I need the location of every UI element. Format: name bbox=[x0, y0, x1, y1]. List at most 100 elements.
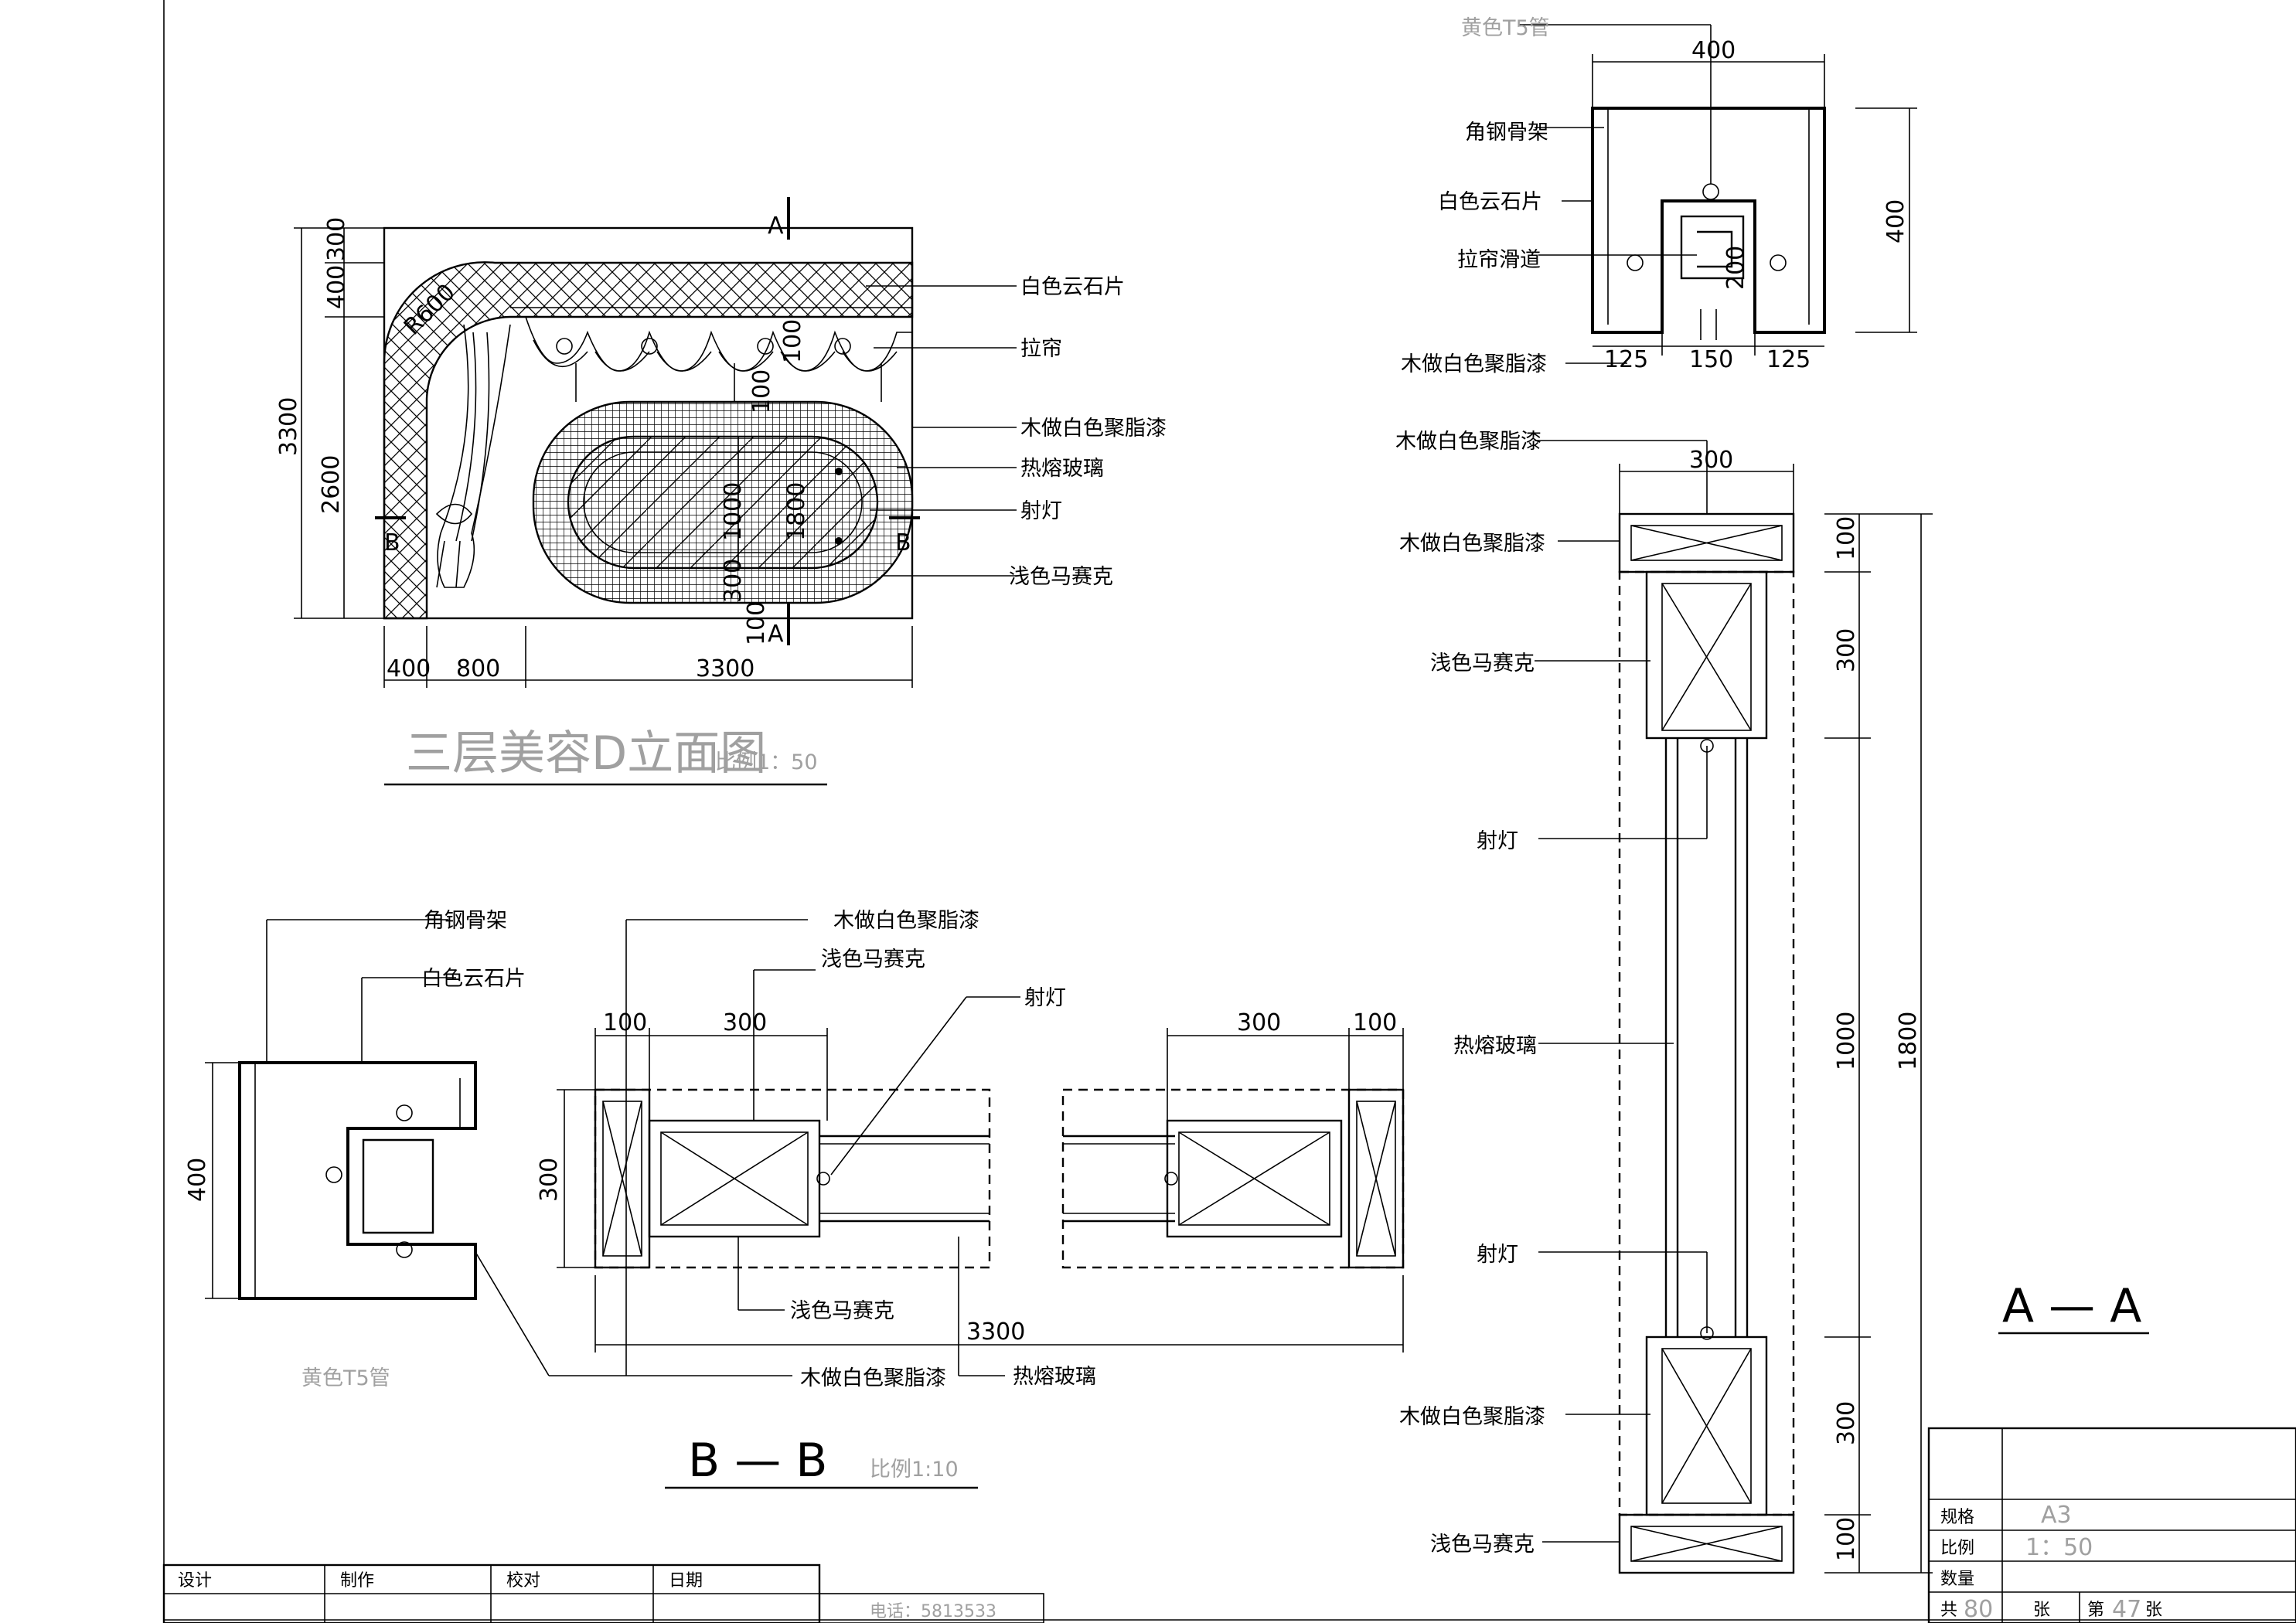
top-dim-200: 200 bbox=[1722, 246, 1749, 290]
curtain-drape bbox=[435, 324, 511, 588]
b-dim-400: 400 bbox=[184, 1158, 211, 1202]
b-label-stone: 白色云石片 bbox=[421, 967, 526, 991]
section-a-text: 木做白色聚脂漆 木做白色聚脂漆 浅色马赛克 射灯 热熔玻璃 射灯 木做白色聚脂漆… bbox=[1395, 430, 2141, 1561]
top-label-stone: 白色云石片 bbox=[1438, 190, 1542, 214]
tb-spec-value: A3 bbox=[2041, 1502, 2072, 1529]
title-block-text: 设计 制作 校对 日期 电话：5813533 规格 A3 比例 1：50 数量 … bbox=[178, 1502, 2162, 1623]
dim-inner-100b: 100 bbox=[748, 369, 775, 413]
tb-no: 47 bbox=[2112, 1596, 2141, 1623]
dim-inner-100a: 100 bbox=[779, 319, 806, 363]
top-dim-125a: 125 bbox=[1604, 346, 1648, 373]
dim-400: 400 bbox=[323, 265, 350, 309]
elevation-text: 三层美容D立面图 比例1：50 400 300 3300 2600 400 80… bbox=[275, 213, 1167, 781]
title-block bbox=[162, 1427, 2296, 1623]
elevation-drawing bbox=[294, 197, 1017, 786]
top-dim-125b: 125 bbox=[1766, 346, 1811, 373]
top-label-track: 拉帘滑道 bbox=[1457, 248, 1541, 272]
tb-no-prefix: 第 bbox=[2087, 1601, 2104, 1620]
dim-3300-v: 3300 bbox=[275, 397, 302, 456]
section-a-title: A — A bbox=[2002, 1279, 2141, 1333]
a-dim-300-bottom: 300 bbox=[1833, 1401, 1860, 1445]
top-section-drawing bbox=[1519, 24, 1917, 364]
section-mark-b-right: B bbox=[895, 529, 911, 556]
b-dim-100-a: 100 bbox=[603, 1009, 647, 1036]
stone-band bbox=[383, 261, 914, 620]
b-dim-300-v: 300 bbox=[536, 1158, 563, 1202]
tb-design: 设计 bbox=[178, 1571, 212, 1591]
tb-scale-label: 比例 bbox=[1940, 1539, 1974, 1558]
elevation-title: 三层美容D立面图 bbox=[406, 726, 766, 781]
b-label-mosaic-top: 浅色马赛克 bbox=[821, 948, 925, 971]
b-label-t5: 黄色T5管 bbox=[301, 1366, 390, 1390]
section-b-scale: 比例1:10 bbox=[870, 1458, 959, 1482]
dim-inner-1800: 1800 bbox=[783, 482, 810, 541]
a-label-wood-bottom: 木做白色聚脂漆 bbox=[1399, 1405, 1545, 1429]
tb-total-suffix: 张 bbox=[2033, 1601, 2050, 1620]
b-label-frame: 角钢骨架 bbox=[424, 909, 507, 933]
tb-total: 80 bbox=[1964, 1596, 1993, 1623]
b-label-wood-top: 木做白色聚脂漆 bbox=[833, 909, 979, 933]
section-b-title: B — B bbox=[688, 1434, 827, 1488]
elevation-scale: 比例1：50 bbox=[715, 750, 818, 774]
top-label-t5: 黄色T5管 bbox=[1461, 16, 1550, 40]
top-section-text: 黄色T5管 角钢骨架 白色云石片 拉帘滑道 木做白色聚脂漆 400 400 20… bbox=[1401, 16, 1909, 376]
b-label-glass: 热熔玻璃 bbox=[1013, 1365, 1096, 1389]
a-label-spotlight-top: 射灯 bbox=[1477, 829, 1518, 853]
label-curtain: 拉帘 bbox=[1020, 337, 1062, 361]
b-dim-300-b: 300 bbox=[1237, 1009, 1281, 1036]
top-dim-150: 150 bbox=[1689, 346, 1733, 373]
a-label-wood-cap: 木做白色聚脂漆 bbox=[1399, 532, 1545, 556]
label-glass: 热熔玻璃 bbox=[1020, 457, 1104, 481]
dim-inner-100c: 100 bbox=[743, 601, 770, 645]
tb-no-suffix: 张 bbox=[2145, 1601, 2162, 1620]
top-dim-400: 400 bbox=[1691, 37, 1736, 64]
a-label-glass: 热熔玻璃 bbox=[1453, 1034, 1537, 1058]
a-dim-300-w: 300 bbox=[1689, 447, 1733, 474]
section-mark-a-bottom: A bbox=[768, 621, 784, 648]
a-label-wood-top: 木做白色聚脂漆 bbox=[1395, 430, 1541, 454]
curtain-valance bbox=[525, 316, 912, 402]
b-label-wood-bottom: 木做白色聚脂漆 bbox=[800, 1366, 946, 1390]
glass-panel bbox=[567, 435, 879, 570]
section-b-drawing bbox=[205, 919, 1405, 1489]
dim-3300-h: 3300 bbox=[696, 655, 755, 682]
b-dim-100-b: 100 bbox=[1353, 1009, 1397, 1036]
b-label-mosaic-bottom: 浅色马赛克 bbox=[790, 1299, 894, 1323]
a-label-mosaic-bottom: 浅色马赛克 bbox=[1430, 1533, 1535, 1557]
dim-2600: 2600 bbox=[318, 455, 345, 514]
a-dim-100-top: 100 bbox=[1833, 516, 1860, 560]
tb-scale-value: 1：50 bbox=[2025, 1534, 2093, 1561]
top-dim-400-v: 400 bbox=[1882, 199, 1909, 243]
dim-800: 800 bbox=[456, 655, 500, 682]
b-dim-300-a: 300 bbox=[723, 1009, 767, 1036]
b-label-light: 射灯 bbox=[1024, 986, 1066, 1010]
a-label-spotlight-bottom: 射灯 bbox=[1477, 1243, 1518, 1267]
tb-phone: 电话：5813533 bbox=[870, 1602, 996, 1621]
dim-inner-1000: 1000 bbox=[720, 482, 747, 541]
tb-qty-label: 数量 bbox=[1940, 1570, 1974, 1589]
section-mark-a-top: A bbox=[768, 213, 784, 240]
dim-inner-300: 300 bbox=[720, 559, 747, 603]
section-a-drawing bbox=[1535, 440, 2149, 1574]
tb-total-prefix: 共 bbox=[1940, 1601, 1957, 1620]
a-dim-100-bottom: 100 bbox=[1833, 1517, 1860, 1561]
a-label-mosaic-top: 浅色马赛克 bbox=[1430, 652, 1535, 675]
label-mosaic: 浅色马赛克 bbox=[1009, 565, 1113, 589]
dim-300: 300 bbox=[323, 217, 350, 261]
top-label-wood: 木做白色聚脂漆 bbox=[1401, 352, 1547, 376]
section-mark-b-left: B bbox=[384, 529, 400, 556]
tb-make: 制作 bbox=[340, 1571, 374, 1591]
tb-check: 校对 bbox=[506, 1571, 540, 1591]
label-stone: 白色云石片 bbox=[1020, 275, 1125, 299]
a-dim-300-top: 300 bbox=[1833, 628, 1860, 672]
sheet-border bbox=[163, 0, 2296, 1623]
a-dim-1800: 1800 bbox=[1895, 1012, 1922, 1070]
top-label-frame: 角钢骨架 bbox=[1465, 121, 1548, 145]
section-b-text: 角钢骨架 白色云石片 黄色T5管 木做白色聚脂漆 浅色马赛克 射灯 浅色马赛克 … bbox=[184, 909, 1397, 1488]
tb-date: 日期 bbox=[669, 1571, 703, 1591]
a-dim-1000: 1000 bbox=[1833, 1012, 1860, 1070]
label-spotlight: 射灯 bbox=[1020, 499, 1062, 523]
b-dim-3300: 3300 bbox=[966, 1318, 1025, 1346]
dim-400-h: 400 bbox=[387, 655, 431, 682]
